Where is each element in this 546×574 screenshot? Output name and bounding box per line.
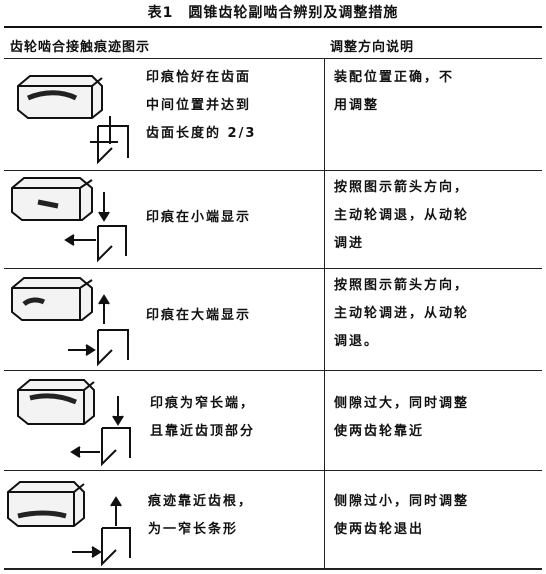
gear-contact-figure [17,75,129,165]
gear-contact-figure [11,177,127,263]
row-description: 印痕在大端显示 [146,308,252,323]
row-divider [4,370,542,371]
row-description: 印痕恰好在齿面 中间位置并达到 齿面长度的 2/3 [146,70,257,141]
row-adjustment: 侧隙过大，同时调整 使两齿轮靠近 [334,396,470,439]
header-adjustment: 调整方向说明 [330,40,415,55]
column-divider [324,58,325,568]
header-pattern: 齿轮啮合接触痕迹图示 [10,40,151,55]
header-rule [4,58,542,59]
table-row: 印痕在大端显示 按照图示箭头方向， 主动轮调进，从动轮 调退。 [0,268,546,370]
top-rule [4,26,542,28]
row-description: 印痕为窄长端， 且靠近齿顶部分 [150,396,256,439]
row-description: 痕迹靠近齿根， 为一窄长条形 [148,494,254,537]
table-title: 表1 圆锥齿轮副啮合辨别及调整措施 [147,5,399,21]
row-divider [4,170,542,171]
bottom-rule [4,568,542,570]
gear-contact-figure [17,379,131,467]
table-row: 印痕恰好在齿面 中间位置并达到 齿面长度的 2/3 装配位置正确，不 用调整 [0,58,546,170]
row-adjustment: 侧隙过小，同时调整 使两齿轮退出 [334,494,470,537]
table-row: 印痕在小端显示 按照图示箭头方向， 主动轮调退，从动轮 调进 [0,170,546,268]
row-adjustment: 按照图示箭头方向， 主动轮调进，从动轮 调退。 [334,278,470,349]
gear-contact-figure [11,277,129,367]
table-row: 痕迹靠近齿根， 为一窄长条形 侧隙过小，同时调整 使两齿轮退出 [0,470,546,568]
row-adjustment: 按照图示箭头方向， 主动轮调退，从动轮 调进 [334,180,470,251]
row-divider [4,268,542,269]
row-adjustment: 装配位置正确，不 用调整 [334,70,455,113]
row-divider [4,470,542,471]
table-header: 齿轮啮合接触痕迹图示 调整方向说明 [0,30,546,58]
gear-contact-figure [7,481,131,567]
row-description: 印痕在小端显示 [146,210,252,225]
table-row: 印痕为窄长端， 且靠近齿顶部分 侧隙过大，同时调整 使两齿轮靠近 [0,370,546,470]
